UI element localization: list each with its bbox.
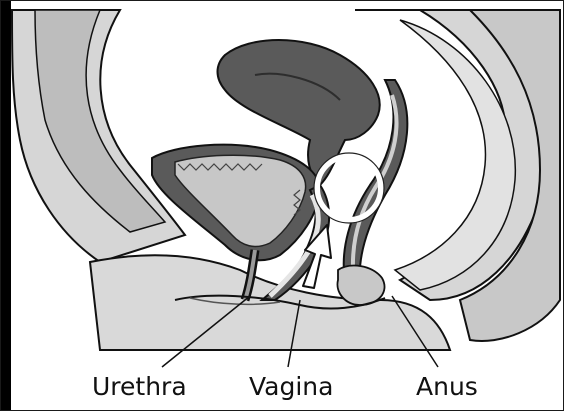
diagram-frame: Urethra Vagina Anus <box>0 0 564 411</box>
frame-border <box>0 0 564 411</box>
